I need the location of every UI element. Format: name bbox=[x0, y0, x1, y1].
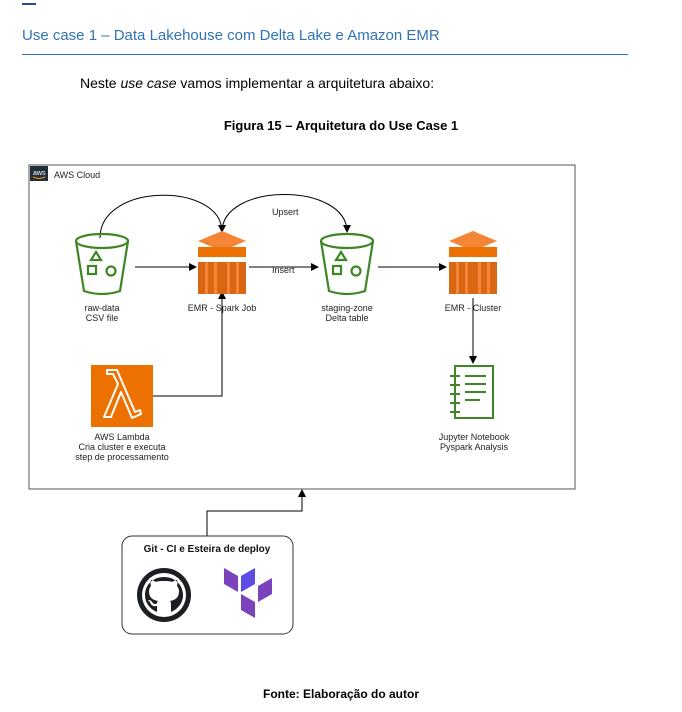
terraform-icon bbox=[224, 568, 272, 618]
header-link-marker[interactable] bbox=[22, 0, 36, 5]
emr-icon bbox=[198, 231, 246, 294]
intro-text-emphasis: use case bbox=[120, 75, 177, 91]
figure-source: Fonte: Elaboração do autor bbox=[262, 687, 419, 701]
connector-lines bbox=[99, 194, 477, 536]
section-divider bbox=[22, 54, 628, 55]
section-title: Use case 1 – Data Lakehouse com Delta La… bbox=[22, 27, 440, 44]
s3-bucket-icon bbox=[74, 232, 130, 296]
cicd-title: Git - CI e Esteira de deploy bbox=[144, 544, 271, 555]
intro-paragraph: Neste use case vamos implementar a arqui… bbox=[80, 75, 434, 91]
edge-lambda-to-emr-job bbox=[153, 291, 226, 397]
raw-data-label: raw-data bbox=[84, 303, 119, 313]
edge-raw-to-emr-job bbox=[99, 194, 226, 239]
jupyter-label: Jupyter Notebook bbox=[439, 432, 510, 442]
insert-label: Insert bbox=[272, 265, 295, 275]
emr-cluster-label: EMR - Cluster bbox=[445, 303, 502, 313]
raw-data-sublabel: CSV file bbox=[86, 313, 119, 323]
emr-icon bbox=[449, 231, 497, 294]
aws-cloud-label: AWS Cloud bbox=[54, 170, 100, 180]
lambda-sublabel-1: Cria cluster e executa bbox=[78, 442, 165, 452]
intro-text-after: vamos implementar a arquitetura abaixo: bbox=[176, 75, 435, 91]
notebook-icon bbox=[450, 365, 494, 419]
staging-zone-label: staging-zone bbox=[321, 303, 373, 313]
intro-text-before: Neste bbox=[80, 75, 121, 91]
github-icon bbox=[137, 568, 191, 622]
emr-spark-job-label: EMR - Spark Job bbox=[188, 303, 257, 313]
svg-text:aws: aws bbox=[33, 170, 46, 177]
lambda-icon bbox=[91, 365, 153, 427]
edge-cicd-to-cloud bbox=[206, 489, 306, 536]
staging-zone-sublabel: Delta table bbox=[325, 313, 368, 323]
lambda-sublabel-2: step de processamento bbox=[75, 452, 169, 462]
upsert-label: Upsert bbox=[272, 207, 299, 217]
jupyter-sublabel: Pyspark Analysis bbox=[440, 442, 509, 452]
lambda-label: AWS Lambda bbox=[94, 432, 149, 442]
aws-cloud-boundary bbox=[28, 164, 576, 490]
aws-logo-icon: aws bbox=[30, 166, 48, 181]
s3-bucket-icon bbox=[319, 232, 375, 296]
edge-upsert bbox=[221, 194, 351, 233]
figure-caption: Figura 15 – Arquitetura do Use Case 1 bbox=[223, 118, 459, 133]
